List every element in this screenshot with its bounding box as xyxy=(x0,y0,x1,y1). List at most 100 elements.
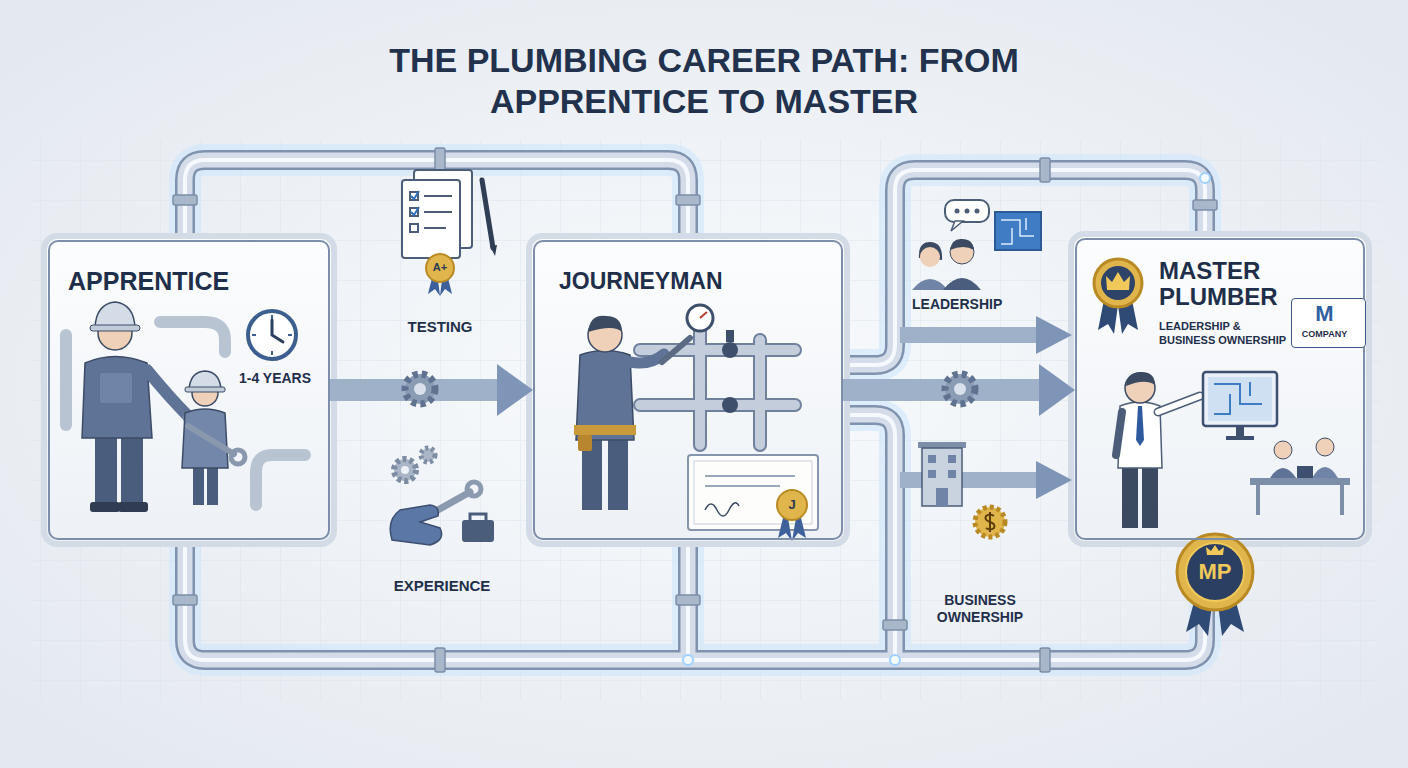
testing-icon xyxy=(482,180,493,248)
leadership-icon xyxy=(995,212,1041,250)
annotation-label: BUSINESS OWNERSHIP xyxy=(920,592,1040,626)
journeyman-worker xyxy=(630,354,664,363)
business-icon xyxy=(948,455,956,463)
apprentice-worker xyxy=(90,502,120,512)
pipe-coupling xyxy=(435,148,445,172)
pipe-coupling xyxy=(676,195,700,205)
annotation-label: LEADERSHIP xyxy=(912,296,1032,313)
background-pipe xyxy=(160,322,225,352)
grid-pattern xyxy=(30,140,1380,700)
box-ground xyxy=(44,236,334,544)
stage-box: MASTER PLUMBERLEADERSHIP & BUSINESS OWNE… xyxy=(1075,238,1365,540)
certificate xyxy=(694,461,812,524)
testing-icon xyxy=(424,196,452,228)
blueprint-monitor xyxy=(1214,382,1262,414)
business-icon xyxy=(948,470,956,478)
journeyman-worker xyxy=(578,435,592,451)
leadership-icon xyxy=(912,200,1041,290)
office-team xyxy=(1250,438,1350,515)
branch-arrow xyxy=(1036,316,1072,354)
text-slot: A+ xyxy=(425,261,455,275)
master-plumber-figure xyxy=(1158,396,1200,412)
office-team xyxy=(1274,441,1292,459)
business-icon xyxy=(928,455,956,506)
text-slot: THE PLUMBING CAREER PATH: FROM APPRENTIC… xyxy=(354,40,1054,123)
leadership-icon xyxy=(920,247,940,267)
office-team xyxy=(1258,485,1342,515)
text-slot: LEADERSHIP & BUSINESS OWNERSHIP xyxy=(1159,320,1287,348)
testing-icon xyxy=(402,180,460,258)
apprentice-illustration xyxy=(66,302,305,512)
certificate xyxy=(705,476,795,486)
clock-icon xyxy=(248,311,296,359)
journeyman-worker xyxy=(608,440,628,510)
office-team xyxy=(1312,467,1338,478)
certificate xyxy=(688,455,818,530)
testing-icon xyxy=(402,170,497,296)
text-slot: TESTING xyxy=(395,318,485,336)
experience-icon xyxy=(462,520,494,542)
diagram-title: THE PLUMBING CAREER PATH: FROM APPRENTIC… xyxy=(354,40,1054,123)
pipe-coupling xyxy=(1040,158,1050,182)
clock-icon xyxy=(248,311,296,359)
pipe-manifold xyxy=(640,330,795,445)
pipe-network xyxy=(185,160,1205,660)
gear-icon xyxy=(405,374,435,404)
journeyman-illustration xyxy=(722,342,738,358)
apprentice-worker xyxy=(95,302,135,328)
box-text: LEADERSHIP & BUSINESS OWNERSHIP xyxy=(1159,320,1287,348)
master-plumber-figure xyxy=(1122,468,1138,528)
young-apprentice xyxy=(207,463,218,505)
journeyman-illustration xyxy=(687,305,713,331)
annotation-label: TESTING xyxy=(395,318,485,336)
apprentice-worker xyxy=(147,370,188,416)
journeyman-worker xyxy=(574,425,636,435)
young-apprentice xyxy=(193,463,204,505)
annotation-label: EXPERIENCE xyxy=(382,577,502,595)
experience-icon xyxy=(421,448,435,462)
master-badge xyxy=(1206,545,1224,555)
company-logo: MCOMPANY xyxy=(1291,298,1366,348)
certificate xyxy=(777,490,807,520)
leadership-icon xyxy=(955,209,960,214)
leadership-icon xyxy=(943,278,981,290)
experience-icon xyxy=(394,459,416,481)
branch-arrow xyxy=(900,472,1040,488)
blueprint-monitor xyxy=(1203,372,1277,426)
text-slot: EXPERIENCE xyxy=(382,577,502,595)
master-illustration xyxy=(1106,272,1130,290)
business-icon xyxy=(928,455,936,463)
young-apprentice xyxy=(188,426,234,454)
business-icon xyxy=(936,488,948,506)
leadership-icon xyxy=(1001,218,1034,244)
leadership-icon xyxy=(965,209,970,214)
box-text: 1-4 YEARS xyxy=(233,370,317,387)
testing-icon xyxy=(411,191,419,215)
pipe-coupling xyxy=(883,620,907,630)
leadership-icon xyxy=(945,200,989,222)
box-ground xyxy=(529,236,847,544)
master-plumber-figure xyxy=(1126,372,1155,386)
testing-icon xyxy=(490,245,497,256)
box-heading: APPRENTICE xyxy=(68,266,308,296)
annotation-label: J xyxy=(782,497,802,513)
apprentice-worker xyxy=(90,325,140,331)
clock-icon xyxy=(272,320,283,342)
office-team xyxy=(1316,438,1334,456)
text-slot: MP xyxy=(1185,558,1245,586)
box-ground xyxy=(44,234,1369,544)
leadership-icon xyxy=(950,239,974,250)
office-team xyxy=(1297,466,1313,478)
text-slot: JOURNEYMAN xyxy=(559,268,821,296)
leadership-icon xyxy=(951,221,963,231)
blueprint-monitor xyxy=(1203,372,1277,440)
journeyman-worker xyxy=(588,316,622,332)
apprentice-worker xyxy=(121,433,143,505)
apprentice-worker xyxy=(118,502,148,512)
pipe-light xyxy=(1200,173,1210,183)
leadership-icon xyxy=(912,279,948,290)
testing-icon xyxy=(410,224,418,232)
pipe-network xyxy=(185,160,1205,660)
